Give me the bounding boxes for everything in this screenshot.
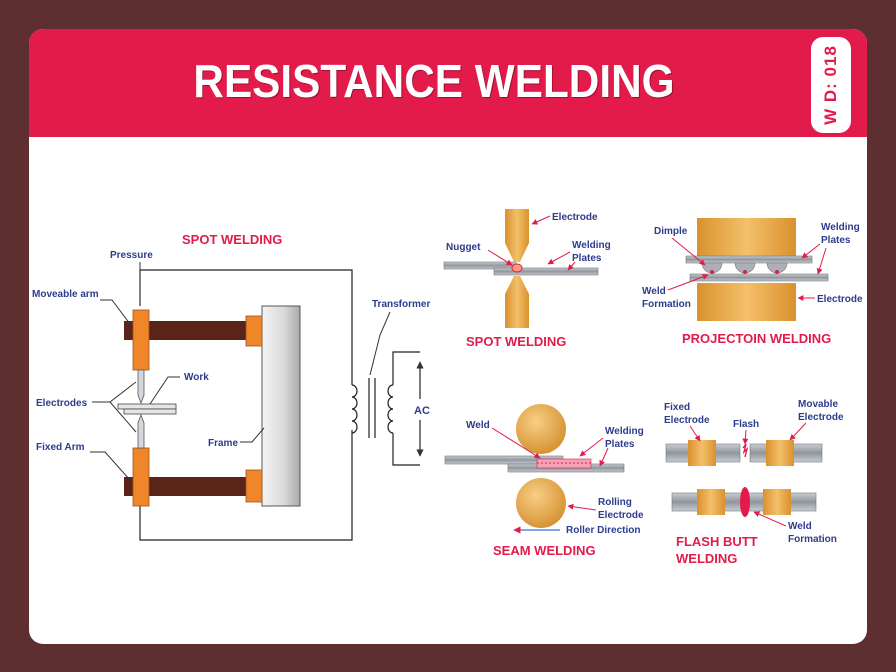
lower-electrode-holder	[132, 447, 150, 507]
title-banner: RESISTANCE WELDING W D: 018	[29, 29, 867, 137]
plates-label: Plates	[821, 235, 851, 246]
work-piece-bottom	[123, 408, 177, 415]
movable-electrode-label: Electrode	[798, 412, 844, 423]
projection-welding-detail: Dimple Welding Plates Weld Formation Ele…	[642, 218, 863, 346]
flash-label: Flash	[733, 419, 759, 430]
seam-welding-detail: Weld Welding Plates Rolling Electrode Ro…	[444, 404, 644, 558]
lower-electrode	[697, 283, 796, 321]
frame	[261, 305, 301, 507]
lower-arm-mount	[245, 469, 263, 503]
upper-plate	[685, 255, 813, 264]
upper-electrode	[505, 209, 529, 243]
lower-electrode	[505, 276, 529, 294]
frame-label: Frame	[208, 438, 238, 449]
weld-formation	[740, 487, 750, 517]
upper-electrode	[697, 218, 796, 256]
lower-plate	[689, 273, 829, 282]
lower-electrode	[137, 413, 145, 449]
pressure-label: Pressure	[110, 250, 153, 261]
formation-label: Formation	[642, 299, 691, 310]
nugget-label: Nugget	[446, 242, 481, 253]
spot-small-title: SPOT WELDING	[466, 334, 566, 349]
fixed-electrode-2	[697, 489, 725, 515]
flash-butt-title-1: FLASH BUTT	[676, 534, 758, 549]
movable-electrode	[766, 440, 794, 466]
fixed-electrode	[688, 440, 716, 466]
fixed-arm-label: Fixed Arm	[36, 442, 85, 453]
lower-plate	[493, 267, 599, 276]
spot-welding-detail: Electrode Nugget Welding Plates SPOT WEL…	[443, 209, 611, 349]
ac-label: AC	[414, 405, 430, 417]
projection-title: PROJECTOIN WELDING	[682, 331, 831, 346]
movable-label: Movable	[798, 399, 838, 410]
code-badge: W D: 018	[811, 37, 851, 133]
seam-title: SEAM WELDING	[493, 543, 596, 558]
transformer	[351, 351, 424, 466]
work-piece-top	[117, 403, 177, 410]
page-title: RESISTANCE WELDING	[193, 55, 675, 107]
spot-main-title: SPOT WELDING	[182, 232, 282, 247]
roller-direction-label: Roller Direction	[566, 525, 640, 536]
electrodes-label: Electrodes	[36, 398, 88, 409]
electrode-label: Electrode	[552, 212, 598, 223]
welding-label: Welding	[821, 222, 860, 233]
flash-spark	[742, 443, 749, 458]
nugget	[511, 263, 523, 273]
welding-label: Welding	[605, 426, 644, 437]
plates-label: Plates	[572, 253, 602, 264]
fixed-label: Fixed	[664, 402, 690, 413]
upper-electrode	[137, 369, 145, 405]
weld-label: Weld	[788, 521, 812, 532]
work-label: Work	[184, 372, 209, 383]
weld-label: Weld	[466, 420, 490, 431]
plates-label: Plates	[605, 439, 635, 450]
dimple-label: Dimple	[654, 226, 688, 237]
electrode-label: Electrode	[817, 294, 863, 305]
weld-label: Weld	[642, 286, 666, 297]
rolling-electrode-label: Electrode	[598, 510, 644, 521]
movable-electrode-2	[763, 489, 791, 515]
transformer-label: Transformer	[372, 299, 430, 310]
upper-roller	[516, 404, 566, 454]
upper-electrode-holder	[132, 309, 150, 371]
flash-butt-title-2: WELDING	[676, 551, 737, 566]
formation-label: Formation	[788, 534, 837, 545]
spot-welding-machine: SPOT WELDING AC Press	[32, 232, 430, 541]
fixed-electrode-label: Electrode	[664, 415, 710, 426]
upper-arm-mount	[245, 315, 263, 347]
lower-roller	[516, 478, 566, 528]
rolling-label: Rolling	[598, 497, 632, 508]
fixed-arm	[124, 477, 248, 496]
welding-label: Welding	[572, 240, 611, 251]
moveable-arm-label: Moveable arm	[32, 289, 99, 300]
moveable-arm	[124, 321, 248, 340]
flash-butt-welding-detail: Fixed Electrode Flash Movable Electrode …	[664, 399, 844, 566]
circuit-wire-bottom	[139, 430, 353, 541]
